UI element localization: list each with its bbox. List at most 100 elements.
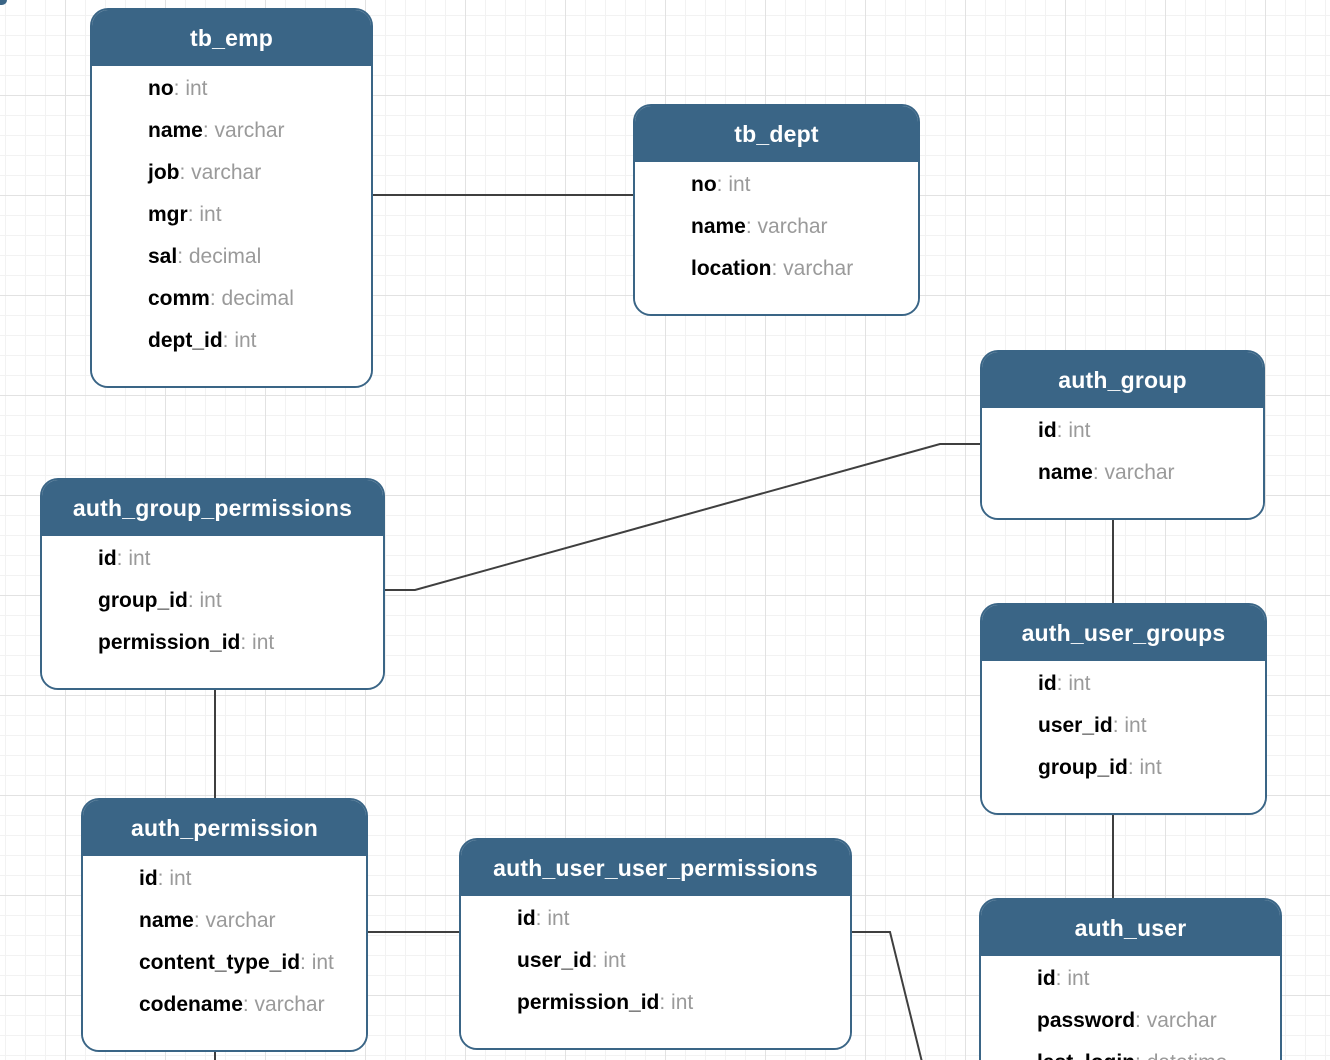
table-title[interactable]: auth_group_permissions <box>42 480 383 536</box>
field-name: no <box>691 173 717 196</box>
field-type: : decimal <box>177 245 262 268</box>
field-type: : varchar <box>242 993 325 1016</box>
field-row-permission_id[interactable]: permission_id: int <box>517 982 844 1024</box>
field-type: : int <box>1056 419 1091 442</box>
field-row-name[interactable]: name: varchar <box>1038 452 1257 494</box>
field-type: : int <box>716 173 751 196</box>
field-name: id <box>1038 419 1057 442</box>
field-row-group_id[interactable]: group_id: int <box>98 580 377 622</box>
field-type: : int <box>222 329 257 352</box>
connector-auth_group_permissions-to-auth_group[interactable] <box>383 443 983 591</box>
field-name: comm <box>148 287 210 310</box>
table-title[interactable]: auth_user <box>981 900 1280 956</box>
field-row-dept_id[interactable]: dept_id: int <box>148 320 365 362</box>
field-name: permission_id <box>98 631 241 654</box>
field-name: user_id <box>1038 714 1113 737</box>
field-type: : int <box>157 867 192 890</box>
field-type: : datetime <box>1135 1051 1227 1060</box>
cut-off-shape <box>0 0 7 5</box>
field-name: mgr <box>148 203 188 226</box>
field-type: : int <box>1112 714 1147 737</box>
field-name: user_id <box>517 949 592 972</box>
field-row-permission_id[interactable]: permission_id: int <box>98 622 377 664</box>
field-row-id[interactable]: id: int <box>1037 958 1274 1000</box>
field-type: : int <box>187 589 222 612</box>
field-name: name <box>691 215 746 238</box>
field-name: name <box>1038 461 1093 484</box>
field-row-codename[interactable]: codename: varchar <box>139 984 360 1026</box>
field-name: id <box>98 547 117 570</box>
field-row-content_type_id[interactable]: content_type_id: int <box>139 942 360 984</box>
field-type: : int <box>116 547 151 570</box>
field-name: group_id <box>98 589 188 612</box>
field-row-name[interactable]: name: varchar <box>691 206 912 248</box>
field-row-last_login[interactable]: last_login: datetime <box>1037 1042 1274 1060</box>
field-row-id[interactable]: id: int <box>139 858 360 900</box>
field-name: location <box>691 257 772 280</box>
field-name: permission_id <box>517 991 660 1014</box>
table-title[interactable]: auth_permission <box>83 800 366 856</box>
table-title[interactable]: tb_emp <box>92 10 371 66</box>
field-row-job[interactable]: job: varchar <box>148 152 365 194</box>
field-name: job <box>148 161 180 184</box>
field-row-password[interactable]: password: varchar <box>1037 1000 1274 1042</box>
field-row-mgr[interactable]: mgr: int <box>148 194 365 236</box>
field-row-user_id[interactable]: user_id: int <box>1038 705 1259 747</box>
field-type: : int <box>1055 967 1090 990</box>
table-title[interactable]: auth_user_groups <box>982 605 1265 661</box>
field-row-name[interactable]: name: varchar <box>139 900 360 942</box>
field-type: : int <box>1127 756 1162 779</box>
field-row-comm[interactable]: comm: decimal <box>148 278 365 320</box>
field-name: id <box>517 907 536 930</box>
field-row-sal[interactable]: sal: decimal <box>148 236 365 278</box>
field-name: name <box>139 909 194 932</box>
field-row-no[interactable]: no: int <box>691 164 912 206</box>
field-row-user_id[interactable]: user_id: int <box>517 940 844 982</box>
field-row-id[interactable]: id: int <box>98 538 377 580</box>
table-title[interactable]: auth_user_user_permissions <box>461 840 850 896</box>
field-row-id[interactable]: id: int <box>517 898 844 940</box>
field-row-location[interactable]: location: varchar <box>691 248 912 290</box>
field-type: : int <box>535 907 570 930</box>
field-type: : int <box>659 991 694 1014</box>
field-type: : int <box>187 203 222 226</box>
field-name: id <box>1037 967 1056 990</box>
field-name: id <box>139 867 158 890</box>
field-type: : varchar <box>179 161 262 184</box>
field-type: : decimal <box>209 287 294 310</box>
table-title[interactable]: auth_group <box>982 352 1263 408</box>
field-row-id[interactable]: id: int <box>1038 663 1259 705</box>
field-row-id[interactable]: id: int <box>1038 410 1257 452</box>
field-type: : int <box>591 949 626 972</box>
field-type: : int <box>173 77 208 100</box>
field-type: : varchar <box>1135 1009 1217 1032</box>
field-row-name[interactable]: name: varchar <box>148 110 365 152</box>
field-row-group_id[interactable]: group_id: int <box>1038 747 1259 789</box>
connector-auth_user_user_permissions-to-offscreen-bottom[interactable] <box>850 931 923 1060</box>
field-type: : varchar <box>771 257 854 280</box>
table-title[interactable]: tb_dept <box>635 106 918 162</box>
field-name: password <box>1037 1009 1136 1032</box>
field-name: content_type_id <box>139 951 301 974</box>
field-name: sal <box>148 245 178 268</box>
field-name: no <box>148 77 174 100</box>
field-row-no[interactable]: no: int <box>148 68 365 110</box>
field-type: : varchar <box>193 909 276 932</box>
